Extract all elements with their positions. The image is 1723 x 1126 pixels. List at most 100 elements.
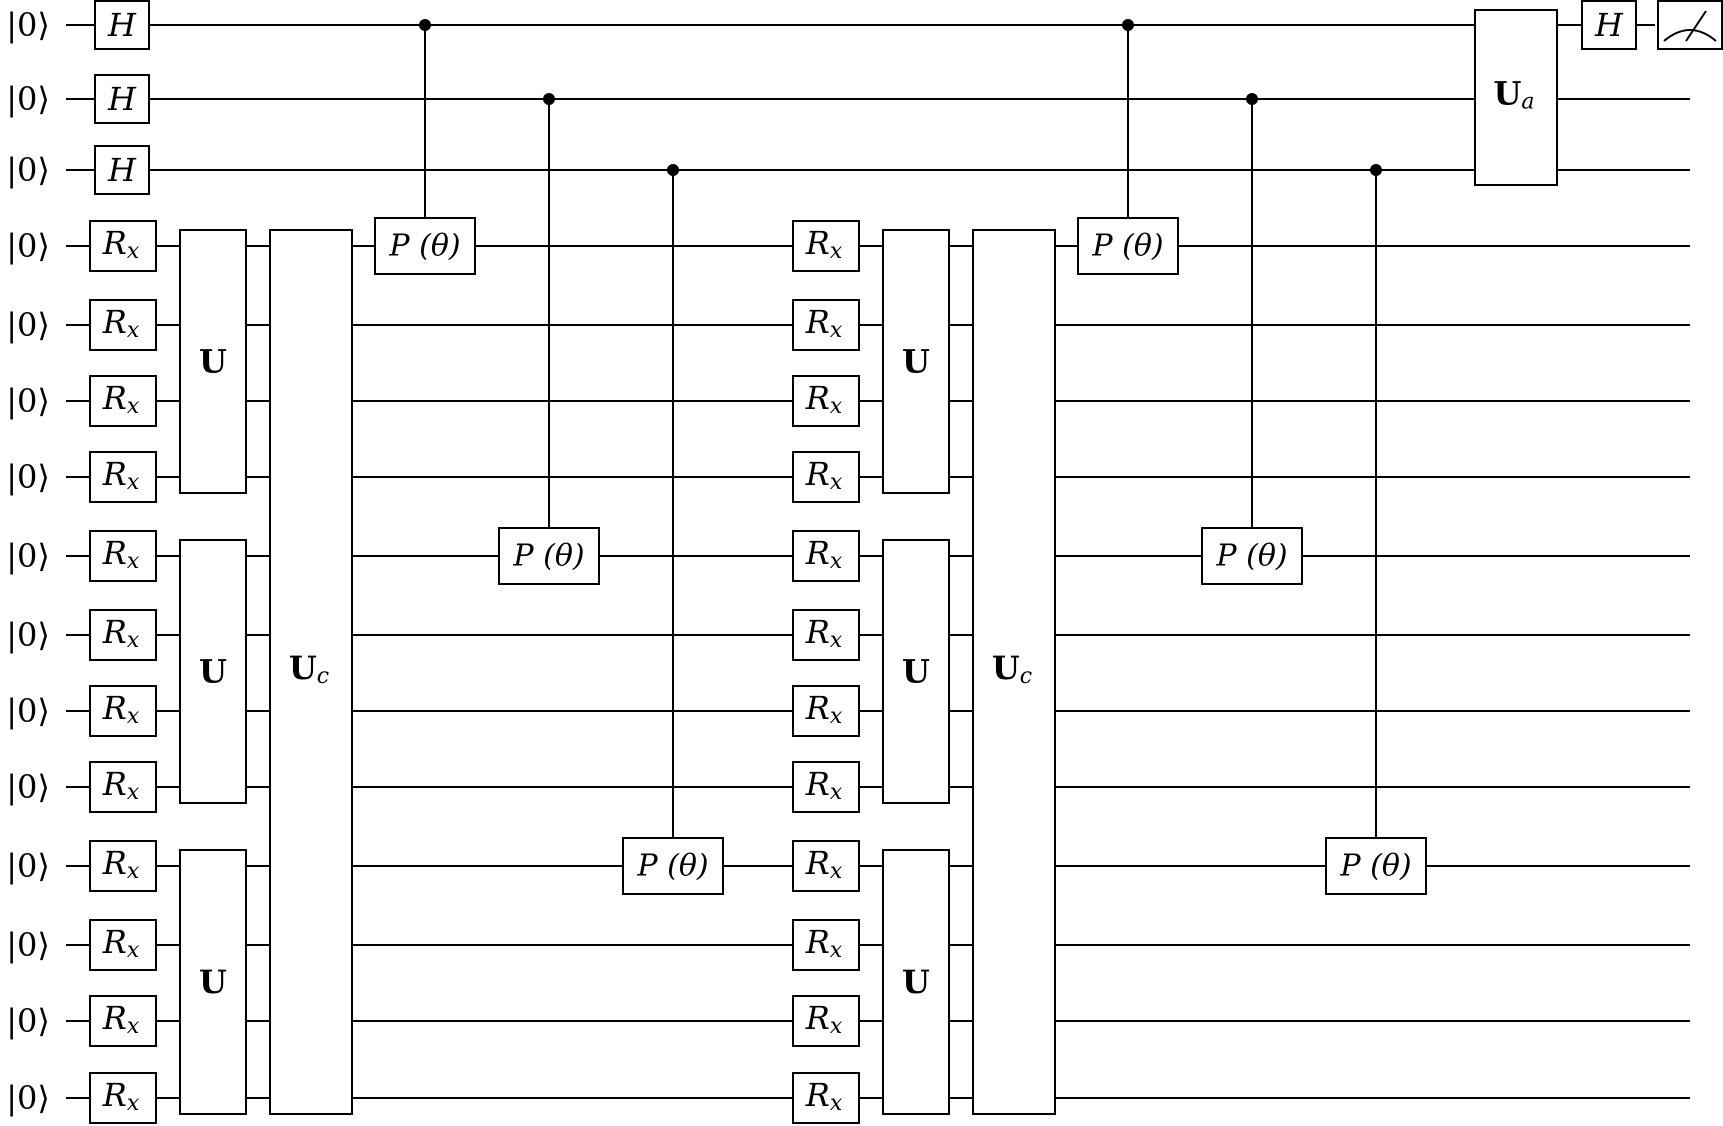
uc-gate bbox=[269, 229, 353, 1115]
rx-gate bbox=[792, 919, 860, 971]
rx-gate bbox=[792, 685, 860, 737]
rx-label: Rx bbox=[102, 923, 140, 963]
rx-gate bbox=[89, 685, 157, 737]
rx-label: Rx bbox=[805, 765, 843, 805]
control-dot bbox=[1122, 19, 1134, 31]
rx-gate bbox=[792, 761, 860, 813]
phase-label: P (θ) bbox=[388, 229, 460, 264]
uc-label: Uc bbox=[992, 649, 1032, 689]
rx-label: Rx bbox=[102, 455, 140, 495]
rx-gate bbox=[792, 299, 860, 351]
initial-state-label: |0⟩ bbox=[6, 537, 50, 575]
unitary-label: U bbox=[902, 343, 930, 381]
initial-state-label: |0⟩ bbox=[6, 1002, 50, 1040]
unitary-gate bbox=[179, 539, 247, 804]
control-dot bbox=[1246, 93, 1258, 105]
unitary-label: U bbox=[199, 343, 227, 381]
phase-gate bbox=[1077, 217, 1179, 275]
hadamard-label: H bbox=[1594, 6, 1624, 44]
uc-gate bbox=[972, 229, 1056, 1115]
hadamard-gate bbox=[94, 145, 150, 195]
initial-state-label: |0⟩ bbox=[6, 768, 50, 806]
hadamard-gate bbox=[94, 74, 150, 124]
rx-label: Rx bbox=[102, 844, 140, 884]
unitary-gate bbox=[179, 229, 247, 494]
rx-gate bbox=[792, 609, 860, 661]
initial-state-label: |0⟩ bbox=[6, 692, 50, 730]
phase-label: P (θ) bbox=[512, 539, 584, 574]
ua-label: Ua bbox=[1493, 75, 1534, 115]
uc-label: Uc bbox=[289, 649, 329, 689]
unitary-gate bbox=[882, 849, 950, 1115]
initial-state-label: |0⟩ bbox=[6, 151, 50, 189]
rx-label: Rx bbox=[102, 689, 140, 729]
rx-label: Rx bbox=[805, 1076, 843, 1116]
initial-state-label: |0⟩ bbox=[6, 458, 50, 496]
rx-gate bbox=[89, 375, 157, 427]
rx-label: Rx bbox=[805, 224, 843, 264]
initial-state-label: |0⟩ bbox=[6, 306, 50, 344]
rx-gate bbox=[89, 299, 157, 351]
phase-gate bbox=[622, 837, 724, 895]
unitary-label: U bbox=[199, 963, 227, 1001]
unitary-gate bbox=[179, 849, 247, 1115]
rx-gate bbox=[89, 451, 157, 503]
control-dot bbox=[543, 93, 555, 105]
hadamard-label: H bbox=[107, 6, 137, 44]
rx-gate bbox=[792, 840, 860, 892]
phase-gate bbox=[1201, 527, 1303, 585]
rx-gate bbox=[89, 919, 157, 971]
unitary-label: U bbox=[902, 963, 930, 1001]
rx-label: Rx bbox=[102, 224, 140, 264]
phase-label: P (θ) bbox=[1091, 229, 1163, 264]
rx-label: Rx bbox=[102, 765, 140, 805]
initial-state-label: |0⟩ bbox=[6, 1079, 50, 1117]
initial-state-label: |0⟩ bbox=[6, 6, 50, 44]
initial-state-label: |0⟩ bbox=[6, 80, 50, 118]
rx-label: Rx bbox=[805, 999, 843, 1039]
initial-state-label: |0⟩ bbox=[6, 847, 50, 885]
phase-label: P (θ) bbox=[1339, 849, 1411, 884]
rx-label: Rx bbox=[805, 534, 843, 574]
phase-gate bbox=[374, 217, 476, 275]
control-lines-layer bbox=[424, 25, 1377, 838]
rx-label: Rx bbox=[805, 613, 843, 653]
rx-gate bbox=[89, 220, 157, 272]
rx-label: Rx bbox=[805, 923, 843, 963]
initial-state-label: |0⟩ bbox=[6, 382, 50, 420]
rx-gate bbox=[89, 840, 157, 892]
rx-label: Rx bbox=[102, 999, 140, 1039]
unitary-label: U bbox=[199, 653, 227, 691]
initial-state-label: |0⟩ bbox=[6, 616, 50, 654]
rx-gate bbox=[792, 1072, 860, 1124]
initial-state-label: |0⟩ bbox=[6, 926, 50, 964]
phase-label: P (θ) bbox=[1215, 539, 1287, 574]
unitary-gate bbox=[882, 539, 950, 804]
rx-label: Rx bbox=[805, 455, 843, 495]
unitary-label: U bbox=[902, 653, 930, 691]
control-dot bbox=[419, 19, 431, 31]
hadamard-label: H bbox=[107, 151, 137, 189]
control-dot bbox=[667, 164, 679, 176]
unitary-gate bbox=[882, 229, 950, 494]
phase-gate bbox=[498, 527, 600, 585]
rx-gate bbox=[89, 530, 157, 582]
hadamard-gate bbox=[1581, 0, 1637, 50]
rx-gate bbox=[89, 609, 157, 661]
rx-label: Rx bbox=[805, 303, 843, 343]
rx-gate bbox=[792, 220, 860, 272]
rx-gate bbox=[89, 761, 157, 813]
rx-label: Rx bbox=[805, 844, 843, 884]
rx-label: Rx bbox=[102, 379, 140, 419]
phase-gate bbox=[1325, 837, 1427, 895]
rx-gate bbox=[89, 1072, 157, 1124]
control-dot bbox=[1370, 164, 1382, 176]
rx-label: Rx bbox=[102, 613, 140, 653]
rx-gate bbox=[792, 375, 860, 427]
rx-label: Rx bbox=[805, 689, 843, 729]
rx-gate bbox=[792, 530, 860, 582]
rx-gate bbox=[792, 995, 860, 1047]
initial-state-label: |0⟩ bbox=[6, 227, 50, 265]
